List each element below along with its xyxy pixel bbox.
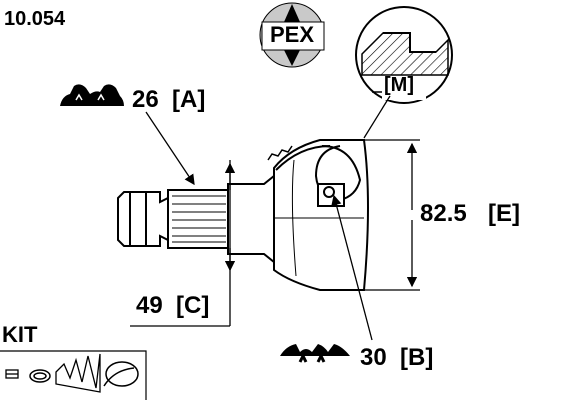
dimension-e-value: 82.5 (420, 200, 467, 227)
dimension-a-code: [A] (172, 86, 206, 113)
boot-icon (55, 353, 101, 393)
spline-profile-b-icon (280, 344, 350, 363)
spline-profile-a-icon (60, 84, 124, 106)
leader-lines (145, 95, 391, 341)
kit-label: KIT (2, 322, 38, 347)
dimension-c-value: 49 (136, 292, 163, 319)
dimension-c-lines (130, 160, 236, 327)
dimension-e-lines (360, 139, 420, 291)
band-icon (103, 361, 139, 387)
kit-box (0, 350, 147, 400)
cv-joint-body (117, 139, 369, 291)
part-number: 10.054 (4, 8, 66, 30)
brand-logo (259, 2, 325, 68)
dimension-b-value: 30 (360, 344, 387, 371)
clamp-icon (5, 369, 19, 379)
dimension-e-code: [E] (488, 200, 520, 227)
dimension-c-code: [C] (176, 292, 210, 319)
dimension-a-value: 26 (132, 86, 159, 113)
dimension-b-code: [B] (400, 344, 434, 371)
ring-icon (29, 369, 51, 383)
detail-m-circle (355, 6, 453, 104)
detail-m-label: [M] (384, 74, 414, 96)
brand-name: PEX (269, 22, 315, 47)
